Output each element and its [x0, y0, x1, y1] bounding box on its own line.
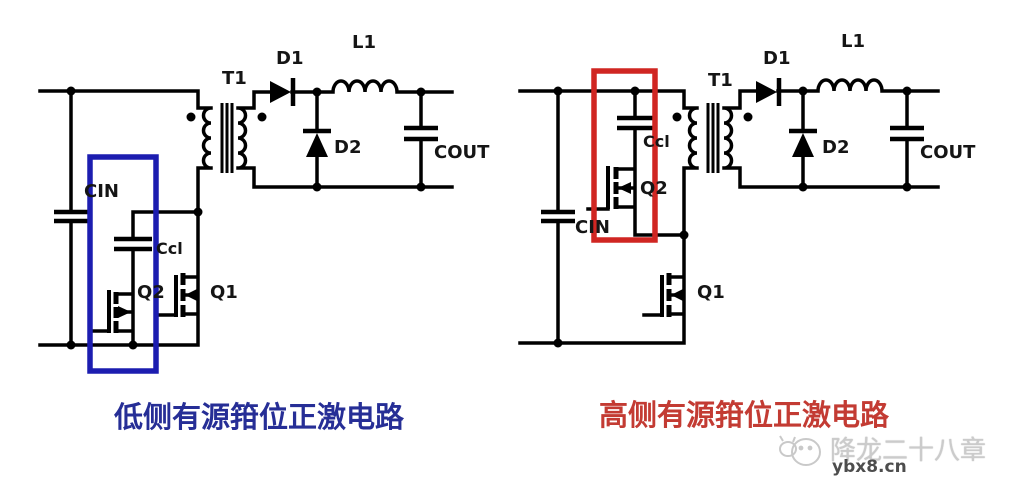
label-cin-left: CIN — [84, 181, 119, 202]
label-cin-right: CIN — [575, 217, 610, 238]
left-circuit-schematic — [38, 78, 454, 374]
right-capacitor-plates — [541, 78, 924, 224]
watermark-site: ybx8.cn — [832, 457, 907, 477]
q1-nchannel-arrow-right — [671, 289, 683, 301]
transformer-t1-core — [220, 103, 234, 173]
right-mosfet-channels — [613, 167, 672, 317]
label-q1-left: Q1 — [210, 282, 238, 303]
diode-d1-triangle — [270, 81, 291, 103]
q2-nchannel-arrow-right — [618, 182, 631, 194]
left-wires — [38, 79, 454, 347]
watermark-logo-icon — [779, 435, 821, 466]
label-ccl-right: Ccl — [643, 132, 670, 151]
low-side-highlight-box — [87, 154, 159, 374]
label-cout-left: COUT — [434, 142, 490, 163]
label-ccl-left: Ccl — [156, 239, 183, 258]
diode-d2-triangle — [306, 133, 328, 157]
caption-high-side: 高侧有源箝位正激电路 — [599, 400, 890, 432]
label-q2-left: Q2 — [137, 282, 165, 303]
transformer-t1-core-right — [706, 103, 720, 173]
q1-nchannel-arrow — [185, 289, 197, 301]
right-junction-dots — [553, 86, 912, 348]
right-wires — [518, 78, 940, 345]
watermark-brand: 降龙二十八章 — [830, 436, 987, 465]
high-side-highlight-box — [591, 68, 658, 243]
left-mosfet-gates — [107, 275, 178, 333]
left-junction-dots — [66, 86, 426, 350]
label-q2-right: Q2 — [640, 178, 668, 199]
label-d2-right: D2 — [822, 137, 850, 158]
q2-pchannel-arrow — [118, 306, 131, 318]
right-circuit-schematic — [518, 68, 940, 348]
label-q1-right: Q1 — [697, 282, 725, 303]
diode-d1-triangle-right — [756, 81, 777, 103]
label-d1-left: D1 — [276, 48, 304, 69]
label-t1-right: T1 — [708, 70, 733, 91]
caption-low-side: 低侧有源箝位正激电路 — [114, 402, 405, 434]
left-mosfet-channels — [113, 273, 186, 333]
label-d2-left: D2 — [334, 137, 362, 158]
diode-d2-triangle-right — [792, 133, 814, 157]
label-cout-right: COUT — [920, 142, 976, 163]
left-capacitor-plates — [54, 78, 438, 252]
label-l1-left: L1 — [352, 32, 376, 53]
label-l1-right: L1 — [841, 31, 865, 52]
right-mosfet-gates — [606, 166, 664, 317]
label-d1-right: D1 — [763, 48, 791, 69]
label-t1-left: T1 — [222, 68, 247, 89]
